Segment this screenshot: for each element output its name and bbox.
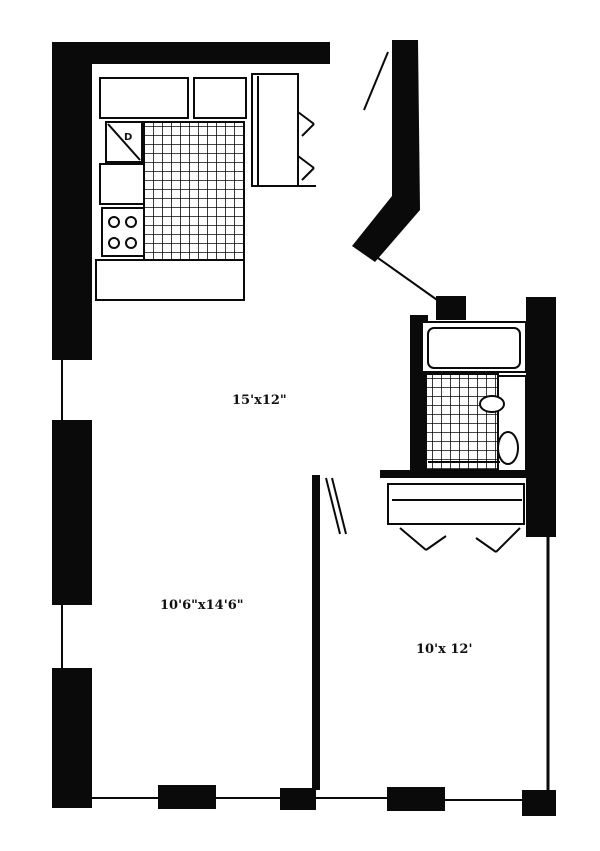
bedroom-partition <box>312 475 347 790</box>
toilet-icon <box>497 431 519 465</box>
sink-icon <box>479 395 505 413</box>
bathroom-tile-floor <box>425 373 499 471</box>
bedroom-dimensions: 10'x 12' <box>416 642 472 657</box>
kitchen-tile-floor <box>143 121 245 261</box>
stove-icon <box>101 207 145 257</box>
bathtub-icon <box>427 327 521 369</box>
bedroom-closet <box>380 470 528 553</box>
living-room-dimensions: 15'x12" <box>232 393 287 408</box>
appliance-label: D <box>124 132 132 143</box>
bathroom <box>421 321 527 473</box>
kitchen: D <box>95 73 316 301</box>
dining-room-dimensions: 10'6"x14'6" <box>160 598 244 613</box>
